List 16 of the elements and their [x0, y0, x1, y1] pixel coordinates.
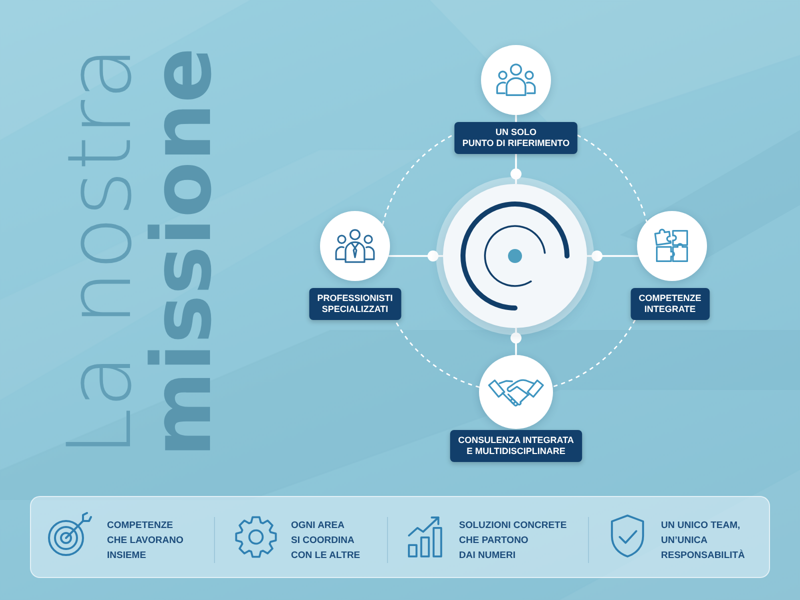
feature-panel — [30, 496, 770, 578]
connector-line — [510, 154, 522, 184]
connector-line — [510, 328, 522, 355]
pillar-label: UN SOLO PUNTO DI RIFERIMENTO — [454, 122, 578, 154]
dashed-arc — [552, 319, 636, 388]
pillar-label: CONSULENZA INTEGRATA E MULTIDISCIPLINARE — [450, 430, 582, 462]
dashed-arc — [382, 134, 455, 225]
pillar-label: COMPETENZE INTEGRATE — [630, 288, 710, 320]
feature-text: SOLUZIONI CONCRETE CHE PARTONO DAI NUMERI — [459, 519, 567, 563]
center-circle — [443, 184, 587, 328]
feature-text: UN UNICO TEAM, UN’UNICA RESPONSABILITÀ — [661, 519, 745, 563]
pillar-label: PROFESSIONISTI SPECIALIZZATI — [309, 288, 401, 320]
feature-text: OGNI AREA SI COORDINA CON LE ALTRE — [291, 519, 360, 563]
connector-line — [388, 250, 443, 262]
feature-text: COMPETENZE CHE LAVORANO INSIEME — [107, 519, 184, 563]
connector-line — [515, 115, 517, 122]
